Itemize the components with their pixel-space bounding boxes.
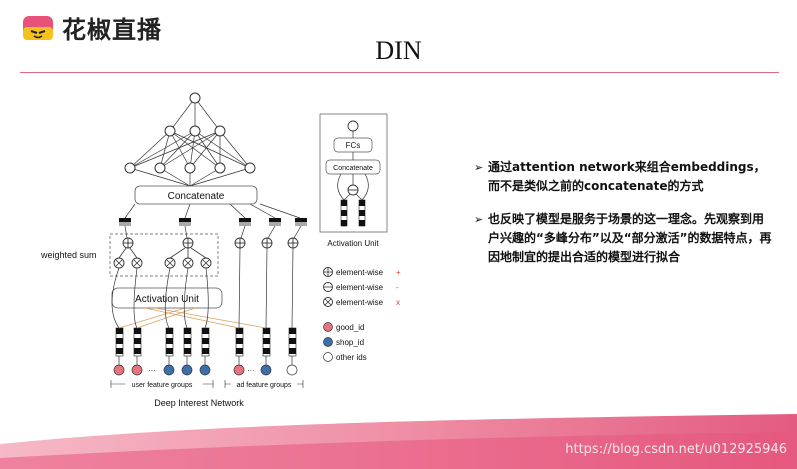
activation-unit-label: Activation Unit	[135, 294, 199, 305]
inset-frame	[319, 113, 388, 233]
arrow-right-icon: ➢	[474, 161, 484, 174]
inset-caption: Activation Unit	[327, 239, 379, 248]
legend-other-ids: other ids	[336, 353, 367, 362]
ellipsis-user-1: ···	[148, 366, 156, 375]
legend-shop-id: shop_id	[336, 338, 364, 347]
din-diagram: Concatenate weighted sum	[40, 92, 401, 408]
ad-feature-groups-label: ad feature groups	[237, 382, 292, 389]
user-feature-groups-label: user feature groups	[132, 382, 193, 389]
ellipsis-ad: ···	[247, 366, 255, 375]
arrow-right-icon: ➢	[474, 213, 484, 226]
bullet-list: ➢ 通过attention network来组合embeddings，而不是类似…	[474, 158, 774, 281]
fcs-label: FCs	[346, 141, 361, 150]
legend-ids: good_id shop_id other ids	[323, 322, 367, 362]
brand-name: 花椒直播	[62, 16, 162, 44]
weighted-sum-label: weighted sum	[40, 250, 97, 260]
legend-minus-label: element-wise	[336, 283, 384, 292]
diagram-caption: Deep Interest Network	[154, 398, 244, 408]
legend-times-label: element-wise	[336, 298, 384, 307]
legend-plus-label: element-wise	[336, 268, 384, 277]
inset-concat-label: Concatenate	[333, 165, 373, 172]
bullet-item: ➢ 通过attention network来组合embeddings，而不是类似…	[474, 158, 774, 196]
bullet-item: ➢ 也反映了模型是服务于场景的这一理念。先观察到用户兴趣的“多峰分布”以及“部分…	[474, 210, 774, 267]
watermark-text: https://blog.csdn.net/u012925946	[565, 442, 787, 457]
legend-times-suffix: x	[396, 298, 400, 307]
concatenate-box	[134, 185, 258, 205]
legend-ops: element-wise + element-wise - element-wi…	[323, 267, 401, 307]
legend-minus-suffix: -	[396, 283, 399, 292]
concatenate-label: Concatenate	[168, 191, 225, 202]
legend-plus-suffix: +	[396, 268, 401, 277]
bullet-text: 也反映了模型是服务于场景的这一理念。先观察到用户兴趣的“多峰分布”以及“部分激活…	[488, 212, 772, 264]
brand-mark-icon	[23, 15, 53, 40]
title-divider	[20, 72, 779, 73]
footer-band	[0, 414, 797, 469]
legend-good-id: good_id	[336, 323, 364, 332]
brand-logo: 花椒直播	[22, 10, 162, 45]
slide-title: DIN	[375, 36, 422, 65]
bullet-text: 通过attention network来组合embeddings，而不是类似之前…	[488, 160, 766, 193]
